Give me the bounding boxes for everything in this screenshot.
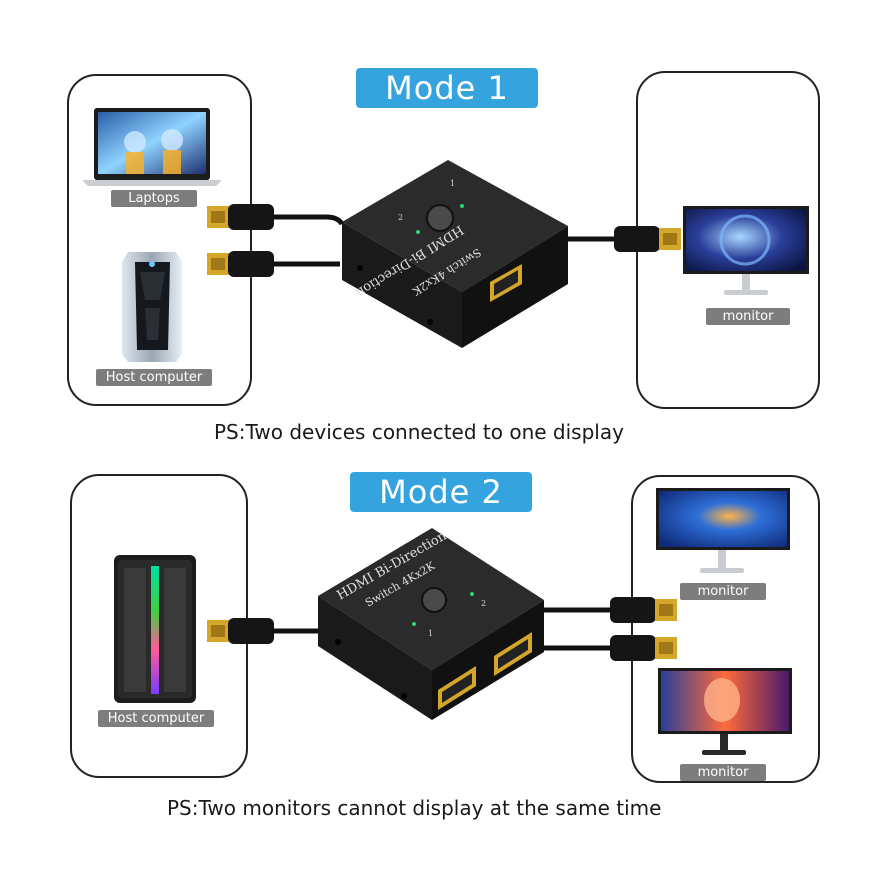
hdmi-switch-mode2: HDMI Bi-Direction Switch 4Kx2K 1 2 (318, 528, 544, 720)
hdmi-plug-monitor-top (610, 597, 677, 623)
hdmi-switch-mode1: HDMI Bi-Direction Switch 4Kx2K 1 2 (342, 160, 568, 348)
hdmi-plug-1 (207, 204, 274, 230)
port-number-2: 2 (481, 599, 486, 608)
laptops-label: Laptops (111, 190, 197, 207)
host-computer-label: Host computer (98, 710, 214, 727)
hdmi-plug-2 (207, 251, 274, 277)
port-number-1: 1 (428, 629, 433, 638)
port-number-2: 2 (398, 213, 403, 222)
host-computer-label: Host computer (96, 369, 212, 386)
laptop-image (82, 108, 222, 186)
monitor-label-top: monitor (680, 583, 766, 600)
port-number-1: 1 (450, 179, 455, 188)
monitor-image-top (656, 488, 790, 573)
hdmi-plug-monitor-bottom (610, 635, 677, 661)
mode1-badge: Mode 1 (356, 68, 538, 108)
host-computer-image-mode1 (122, 252, 182, 362)
host-computer-image-mode2 (114, 555, 196, 703)
monitor-label: monitor (706, 308, 790, 325)
mode1-caption: PS:Two devices connected to one display (214, 420, 624, 444)
monitor-image-bottom (658, 668, 792, 755)
mode2-caption: PS:Two monitors cannot display at the sa… (167, 796, 662, 820)
monitor-label-bottom: monitor (680, 764, 766, 781)
mode1-left-panel (67, 74, 252, 406)
monitor-image-mode1 (683, 206, 809, 295)
mode2-right-panel (631, 475, 820, 783)
hdmi-plug-host (207, 618, 274, 644)
hdmi-plug-monitor (614, 226, 681, 252)
mode2-badge: Mode 2 (350, 472, 532, 512)
